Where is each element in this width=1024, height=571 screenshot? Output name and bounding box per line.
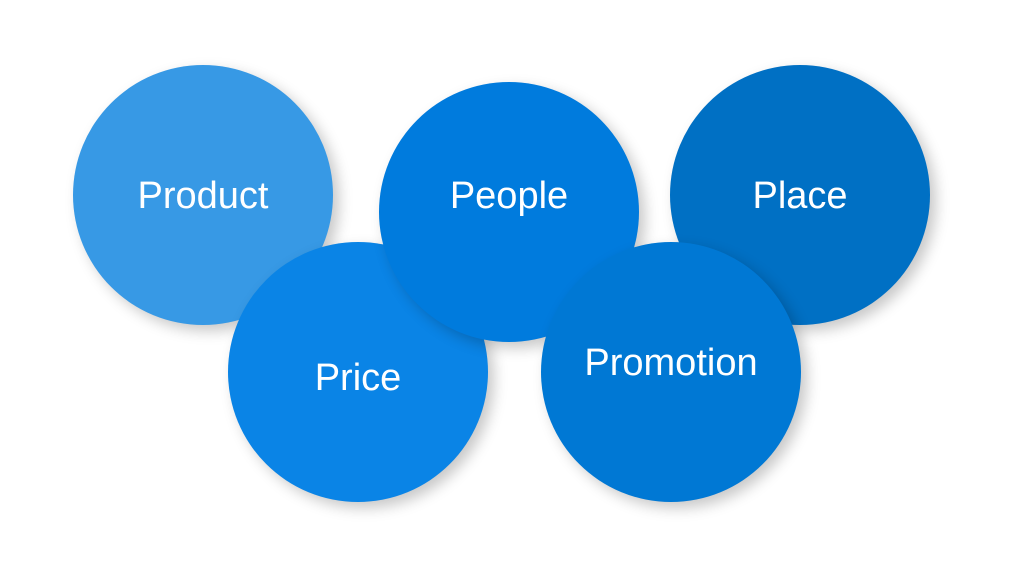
promotion-circle: Promotion [541, 242, 801, 502]
people-label: People [449, 175, 569, 217]
price-label: Price [314, 357, 402, 399]
place-label: Place [752, 175, 848, 217]
product-circle: Product [73, 65, 333, 325]
promotion-label: Promotion [584, 342, 758, 384]
product-label: Product [137, 175, 269, 217]
